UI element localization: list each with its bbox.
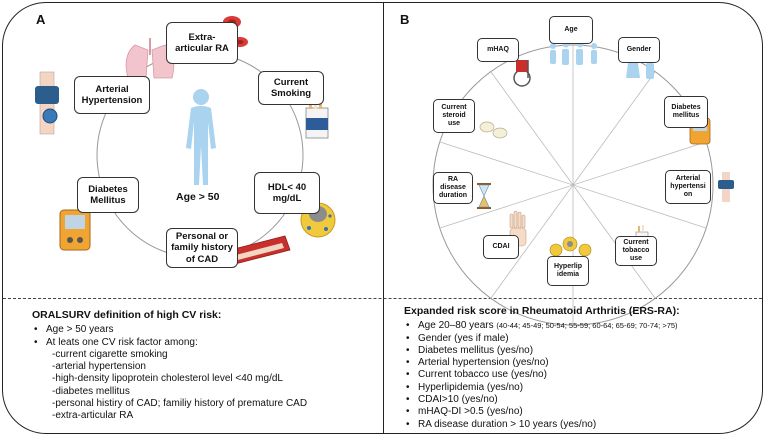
hourglass-icon: [477, 183, 491, 209]
blood-pressure-cuff-icon: [35, 71, 59, 135]
oralsurv-subitem: -personal histiry of CAD; familiy histor…: [52, 398, 308, 410]
box-age: Age: [549, 16, 593, 44]
oralsurv-subitem: -extra-articular RA: [52, 410, 134, 422]
box-mhaq: mHAQ: [477, 38, 519, 62]
oralsurv-subitem: -diabetes mellitus: [52, 385, 130, 397]
box-hdl: HDL< 40 mg/dL: [254, 172, 320, 214]
center-age-label: Age > 50: [176, 191, 220, 203]
box-cad-history: Personal or family history of CAD: [166, 228, 238, 268]
oralsurv-subitem: -high-density lipoprotein cholesterol le…: [52, 373, 283, 385]
panel-b-letter: B: [400, 12, 410, 27]
ers-ra-bullet: Current tobacco use (yes/no): [404, 369, 754, 382]
box-cdai: CDAI: [483, 235, 519, 259]
ers-ra-bullet: Hyperlipidemia (yes/no): [404, 382, 754, 395]
box-hyperlipidemia: Hyperlip idemia: [547, 256, 589, 286]
lipid-droplets-icon: [549, 236, 592, 257]
oralsurv-bullet: At leats one CV risk factor among:: [32, 337, 377, 350]
section-divider: [3, 298, 762, 299]
ers-ra-bullet-age: Age 20–80 years (40-44; 45-49; 50-54; 55…: [404, 320, 754, 333]
oralsurv-definition: ORALSURV definition of high CV risk: Age…: [32, 309, 377, 423]
box-extra-articular-ra: Extra- articular RA: [166, 22, 238, 64]
ers-ra-bullet: Gender (yes if male): [404, 333, 754, 346]
ers-ra-bullet: Arterial hypertension (yes/no): [404, 357, 754, 370]
ers-ra-bullet: mHAQ-DI >0.5 (yes/no): [404, 406, 754, 419]
ers-ra-bullet: RA disease duration > 10 years (yes/no): [404, 419, 754, 432]
oralsurv-subitem: -current cigarette smoking: [52, 348, 168, 360]
box-gender: Gender: [618, 37, 660, 63]
panel-a-letter: A: [36, 12, 46, 27]
pills-icon: [479, 121, 508, 139]
oralsurv-bullet: Age > 50 years: [32, 324, 377, 337]
oralsurv-subitem: -arterial hypertension: [52, 361, 146, 373]
box-tobacco: Current tobacco use: [615, 236, 657, 266]
box-hypertension: Arterial Hypertension: [74, 76, 150, 114]
box-hypertension-b: Arterial hypertensi on: [665, 170, 711, 204]
box-diabetes: Diabetes Mellitus: [77, 177, 139, 213]
ers-ra-definition: Expanded risk score in Rheumatoid Arthri…: [404, 305, 754, 431]
blood-pressure-cuff-icon: [718, 172, 734, 202]
figure-frame: [2, 2, 763, 434]
glucose-meter-icon: [59, 209, 91, 251]
box-current-smoking: Current Smoking: [258, 71, 324, 105]
box-diabetes-b: Diabetes mellitus: [664, 96, 708, 128]
human-silhouette-icon: [186, 89, 216, 185]
panel-b-spokes: [439, 45, 707, 325]
people-icon: [550, 40, 597, 65]
ers-ra-age-main: Age 20–80 years: [418, 320, 497, 332]
wheelchair-icon: [513, 60, 531, 87]
panel-divider: [383, 3, 384, 433]
ers-ra-heading: Expanded risk score in Rheumatoid Arthri…: [404, 305, 680, 317]
ers-ra-bullet: Diabetes mellitus (yes/no): [404, 345, 754, 358]
box-steroid: Current steroid use: [433, 99, 475, 133]
ers-ra-bullet: CDAI>10 (yes/no): [404, 394, 754, 407]
oralsurv-heading: ORALSURV definition of high CV risk:: [32, 309, 222, 321]
box-ra-duration: RA disease duration: [433, 172, 473, 204]
ers-ra-age-detail: (40-44; 45-49; 50-54; 55-59; 60-64; 65-6…: [496, 321, 678, 331]
